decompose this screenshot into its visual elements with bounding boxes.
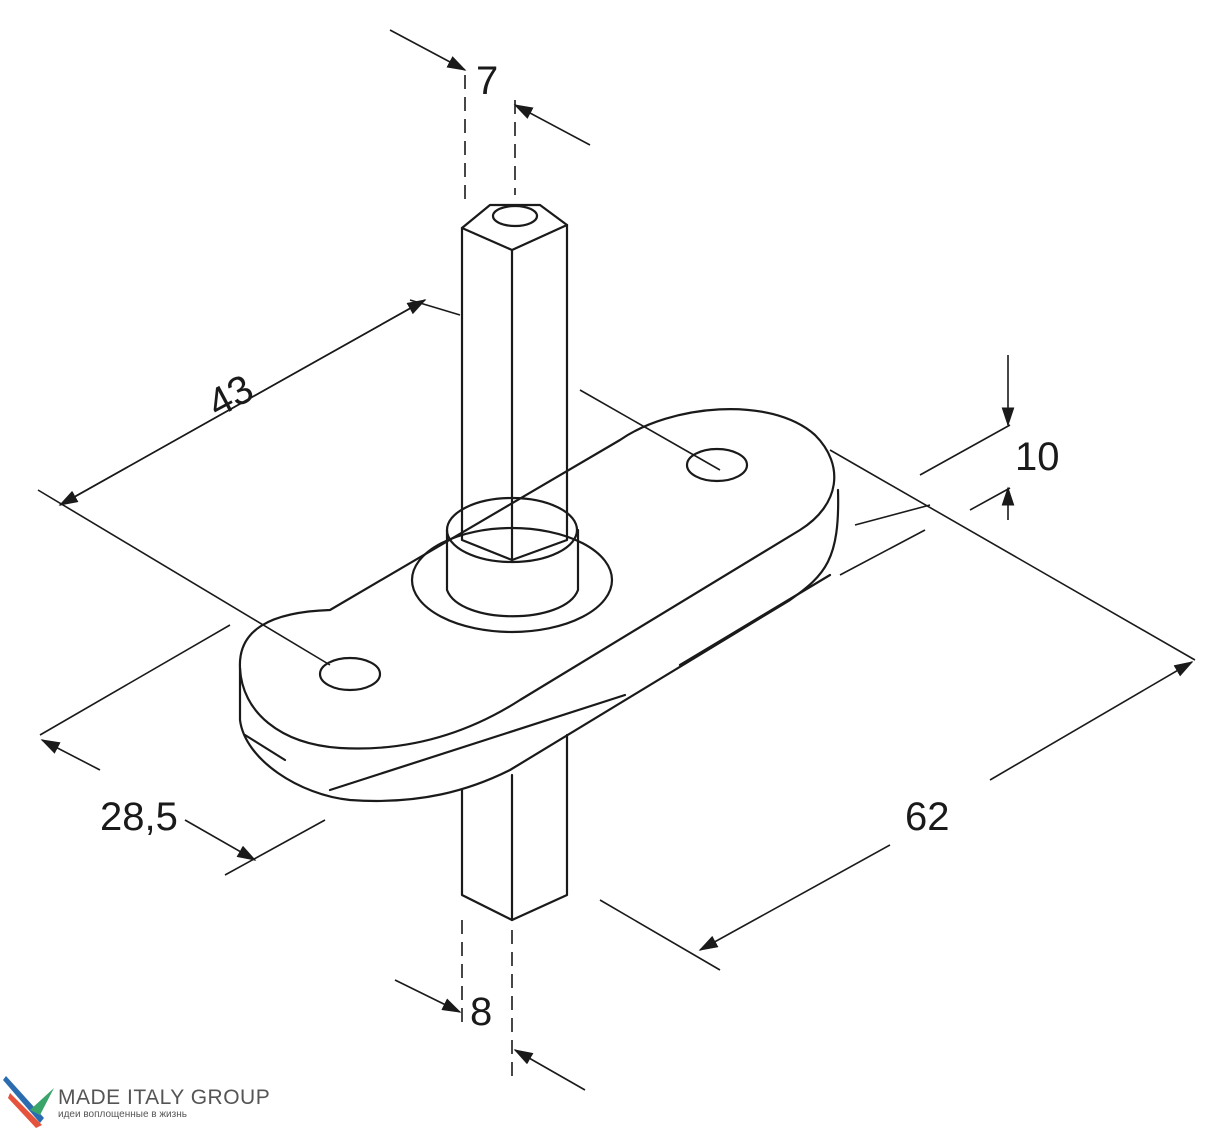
label-8: 8 — [470, 990, 492, 1034]
label-62: 62 — [905, 795, 950, 839]
logo-tagline: идеи воплощенные в жизнь — [58, 1109, 187, 1120]
dimension-28-5 — [39, 624, 326, 876]
dimension-43 — [37, 300, 721, 666]
logo-title: MADE ITALY GROUP — [58, 1086, 271, 1109]
bottom-shaft — [460, 733, 569, 922]
mounting-plate — [238, 408, 840, 803]
label-7: 7 — [476, 59, 498, 103]
dimension-8 — [394, 979, 586, 1091]
label-43: 43 — [201, 366, 261, 426]
label-28-5: 28,5 — [100, 795, 178, 839]
dimension-62 — [599, 449, 1196, 971]
label-10: 10 — [1015, 435, 1060, 479]
dimension-7 — [389, 29, 591, 146]
top-shaft — [460, 203, 569, 562]
logo-mark — [3, 1076, 54, 1128]
dimension-10 — [919, 355, 1015, 520]
